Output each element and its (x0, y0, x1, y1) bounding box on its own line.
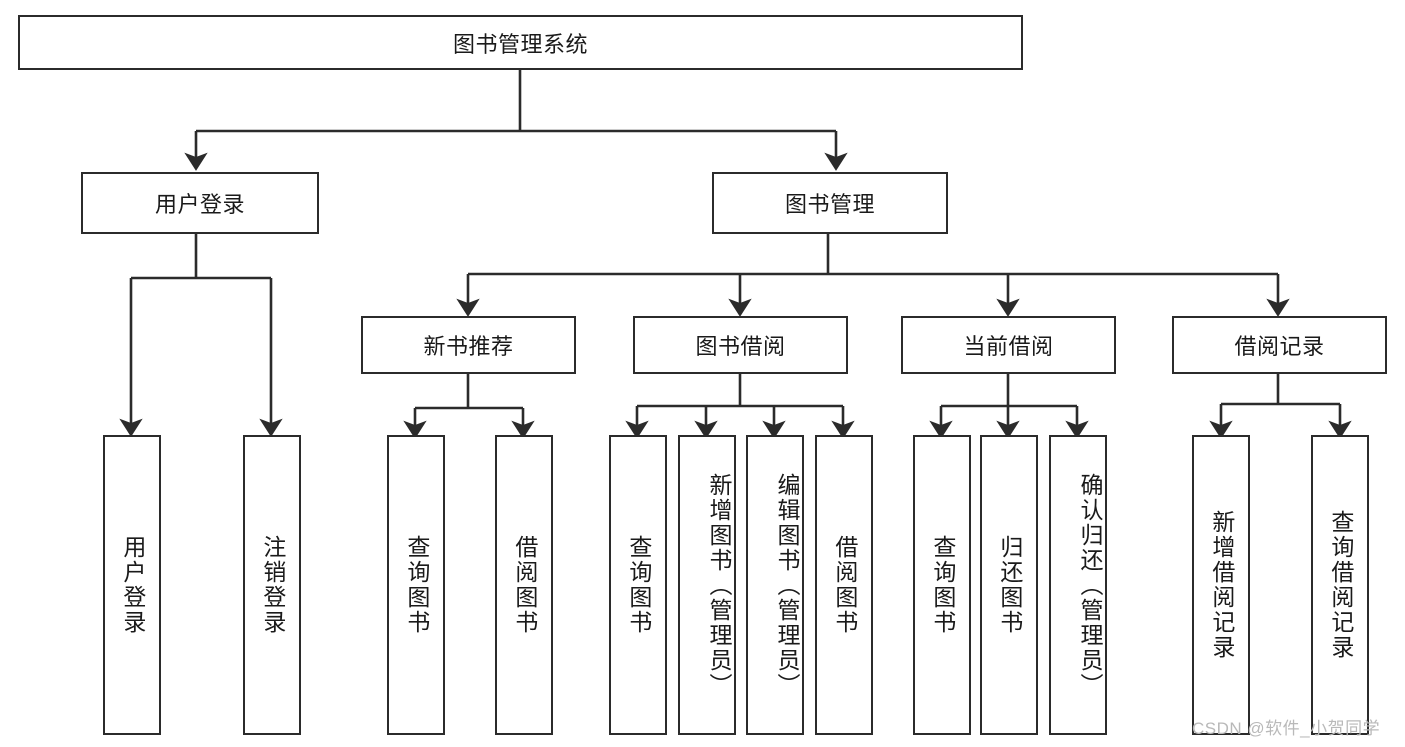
node-label: 借阅图书 (511, 535, 538, 635)
node-label: 新书推荐 (423, 334, 514, 359)
node-book-management[interactable]: 图书管理 (712, 172, 948, 234)
node-label: 新增图书（管理员） (706, 472, 732, 698)
node-new-book-recommend[interactable]: 新书推荐 (361, 316, 576, 374)
node-label: 借阅记录 (1234, 334, 1325, 359)
node-root-book-management-system[interactable]: 图书管理系统 (18, 15, 1023, 70)
leaf-user-login[interactable]: 用户登录 (103, 435, 161, 735)
node-label: 图书借阅 (695, 334, 786, 359)
node-current-borrow[interactable]: 当前借阅 (901, 316, 1116, 374)
leaf-record-add-borrow-record[interactable]: 新增借阅记录 (1192, 435, 1250, 735)
leaf-current-return-book[interactable]: 归还图书 (980, 435, 1038, 735)
leaf-current-confirm-return-admin[interactable]: 确认归还（管理员） (1049, 435, 1107, 735)
leaf-record-query-borrow-record[interactable]: 查询借阅记录 (1311, 435, 1369, 735)
node-label: 编辑图书（管理员） (774, 472, 800, 698)
leaf-borrow-add-book-admin[interactable]: 新增图书（管理员） (678, 435, 736, 735)
node-label: 当前借阅 (963, 334, 1054, 359)
leaf-borrow-query-book[interactable]: 查询图书 (609, 435, 667, 735)
node-label: 确认归还（管理员） (1077, 472, 1103, 698)
node-label: 查询借阅记录 (1327, 510, 1354, 660)
csdn-watermark: CSDN @软件_小贺同学 (1192, 719, 1381, 738)
node-label: 查询图书 (929, 535, 956, 635)
node-book-borrow[interactable]: 图书借阅 (633, 316, 848, 374)
node-label: 新增借阅记录 (1208, 510, 1235, 660)
node-label: 归还图书 (996, 535, 1023, 635)
node-user-login[interactable]: 用户登录 (81, 172, 319, 234)
leaf-borrow-borrow-book[interactable]: 借阅图书 (815, 435, 873, 735)
leaf-current-query-book[interactable]: 查询图书 (913, 435, 971, 735)
node-label: 图书管理系统 (452, 31, 588, 57)
node-label: 用户登录 (154, 192, 245, 217)
leaf-borrow-edit-book-admin[interactable]: 编辑图书（管理员） (746, 435, 804, 735)
node-label: 借阅图书 (831, 535, 858, 635)
leaf-recommend-borrow-book[interactable]: 借阅图书 (495, 435, 553, 735)
node-label: 图书管理 (784, 192, 875, 217)
node-label: 用户登录 (119, 535, 146, 635)
node-label: 查询图书 (403, 535, 430, 635)
leaf-recommend-query-book[interactable]: 查询图书 (387, 435, 445, 735)
node-label: 查询图书 (625, 535, 652, 635)
node-borrow-record[interactable]: 借阅记录 (1172, 316, 1387, 374)
node-label: 注销登录 (259, 535, 286, 635)
leaf-user-logout[interactable]: 注销登录 (243, 435, 301, 735)
